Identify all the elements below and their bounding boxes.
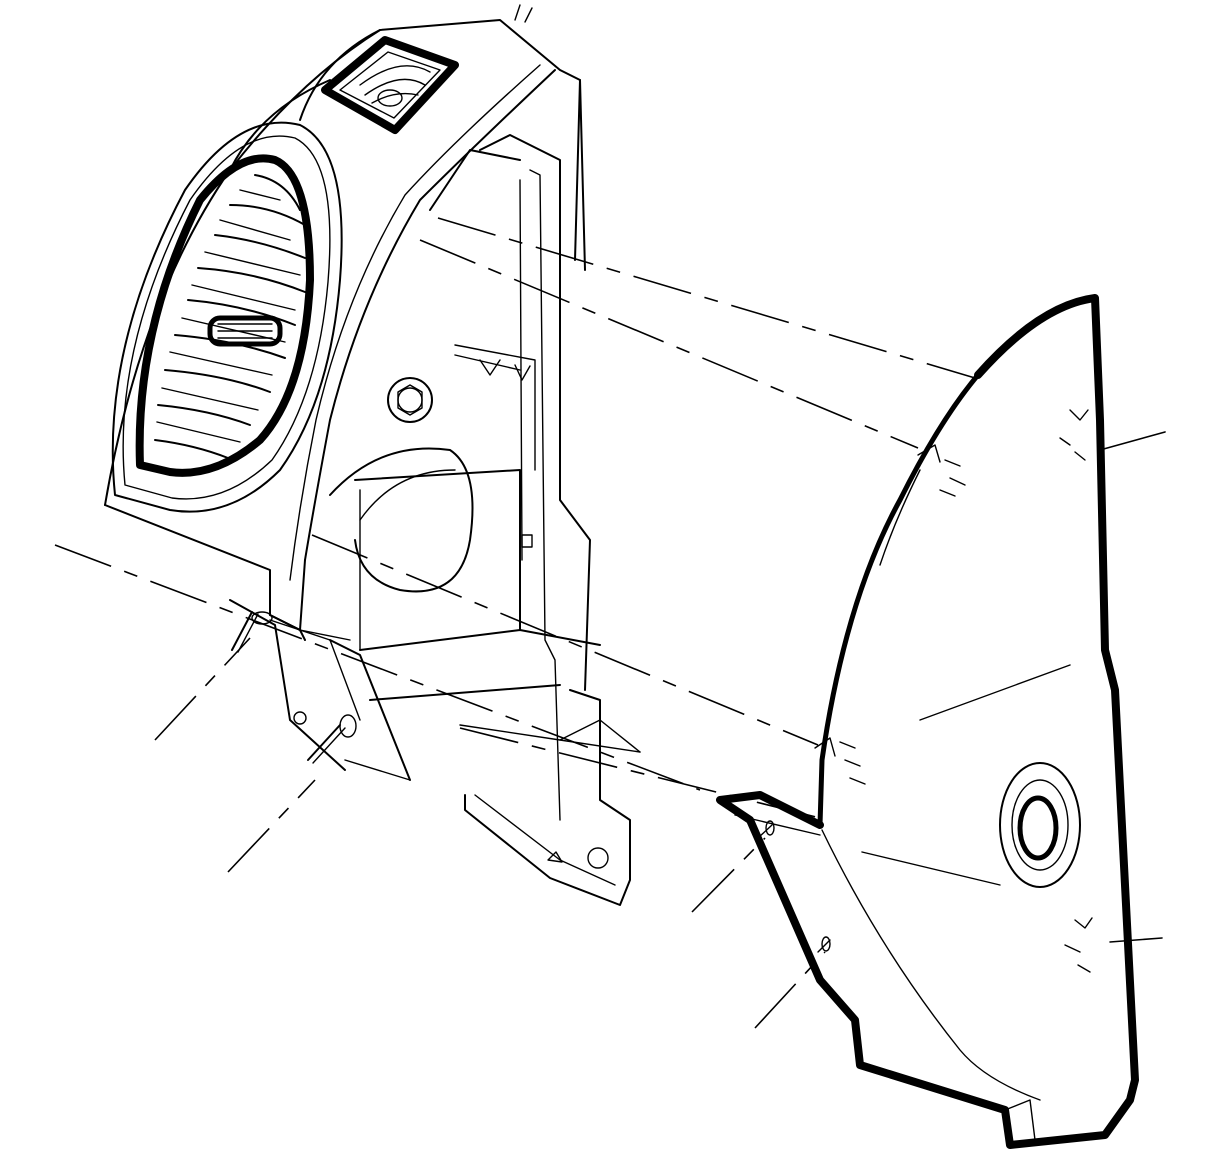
retaining-clips	[814, 409, 1093, 973]
louver-blades	[154, 174, 306, 459]
air-outlet-louvers	[111, 121, 343, 513]
callout-leaders	[1099, 431, 1166, 943]
screw-panel-upper	[757, 820, 775, 839]
bracket-bolt	[387, 377, 433, 423]
screw-upper-left	[231, 611, 273, 653]
instrument-panel-vent-housing	[104, 19, 586, 781]
screw-panel-lower	[817, 936, 831, 953]
vent-adjuster-knob	[207, 315, 283, 347]
mounting-screws	[231, 611, 831, 953]
hazard-switch-bezel	[321, 36, 459, 134]
screw-lower-left	[307, 714, 357, 764]
alignment-lines	[54, 217, 976, 1029]
mounting-bracket	[329, 134, 641, 906]
knee-bolster-side-trim-panel	[716, 294, 1139, 1149]
panel-mounting-boss	[999, 762, 1081, 888]
wire-ends	[514, 4, 533, 23]
